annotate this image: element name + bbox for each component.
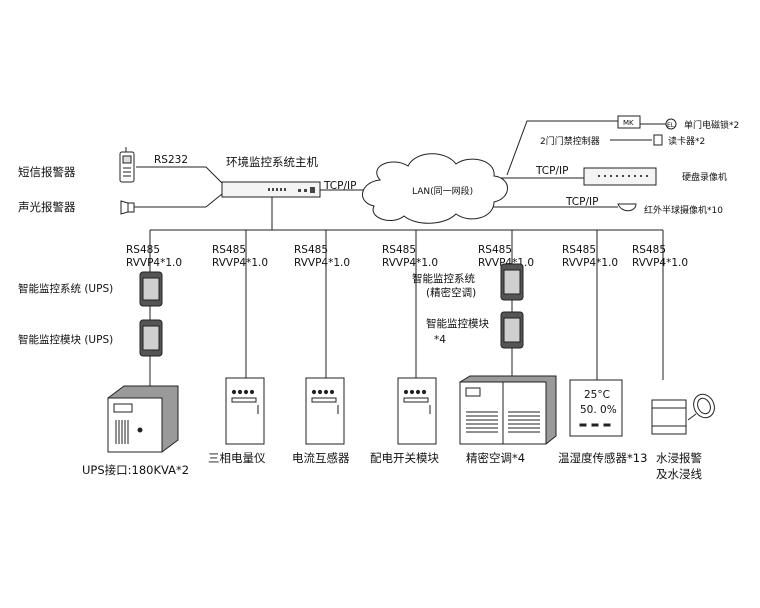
mk-controller-box	[617, 115, 641, 129]
water-label-1: 水浸报警	[656, 451, 702, 465]
ct-cabinet	[305, 377, 345, 445]
th-sensor	[569, 379, 623, 437]
maglock-label: 单门电磁锁*2	[684, 119, 739, 131]
branch-2-bus: RS485	[212, 244, 246, 256]
host-title: 环境监控系统主机	[226, 155, 318, 169]
lan-cloud-icon	[362, 153, 508, 224]
switch-label: 配电开关模块	[370, 451, 439, 465]
mk-label: MK	[623, 119, 634, 127]
branch-6-cable: RVVP4*1.0	[562, 257, 618, 269]
branch-4-bus: RS485	[382, 244, 416, 256]
ac-label: 精密空调*4	[466, 451, 525, 465]
water-leak-detector	[651, 399, 687, 435]
th-label: 温湿度传感器*13	[558, 451, 647, 465]
meter-cabinet	[225, 377, 265, 445]
branch-5-bus: RS485	[478, 244, 512, 256]
ac-module-label-2: *4	[434, 334, 446, 346]
ac-system-module	[500, 263, 524, 301]
ups-module-label: 智能监控模块 (UPS)	[18, 333, 113, 346]
branch-3-bus: RS485	[294, 244, 328, 256]
ac-system-label-2: (精密空调)	[426, 286, 476, 299]
ups-monitor-module	[139, 319, 163, 357]
th-temp-reading: 25°C	[584, 389, 610, 401]
ac-system-label-1: 智能监控系统	[412, 272, 475, 285]
connection-lines	[134, 120, 666, 386]
dvr-tcpip-label: TCP/IP	[535, 165, 568, 177]
sms-alarm-label: 短信报警器	[18, 165, 76, 179]
el-label: EL	[667, 122, 675, 129]
sound-light-alarm-label: 声光报警器	[18, 200, 76, 214]
branch-1-cable: RVVP4*1.0	[126, 257, 182, 269]
dvr-label: 硬盘录像机	[682, 171, 727, 183]
branch-6-bus: RS485	[562, 244, 596, 256]
branch-7-cable: RVVP4*1.0	[632, 257, 688, 269]
lan-label: LAN(同一网段)	[412, 185, 473, 197]
host-tcpip-label: TCP/IP	[323, 180, 356, 192]
ups-cabinet	[107, 385, 179, 453]
ups-system-module	[139, 271, 163, 307]
branch-4-cable: RVVP4*1.0	[382, 257, 438, 269]
branch-labels: RS485 RVVP4*1.0 RS485 RVVP4*1.0 RS485 RV…	[126, 244, 688, 269]
dvr-unit	[583, 167, 657, 186]
branch-1-bus: RS485	[126, 244, 160, 256]
meter-label: 三相电量仪	[208, 451, 266, 465]
branch-3-cable: RVVP4*1.0	[294, 257, 350, 269]
maglock-icon	[665, 118, 677, 130]
host-unit	[221, 181, 321, 198]
ct-label: 电流互感器	[292, 451, 350, 465]
ac-monitor-module	[500, 311, 524, 349]
precision-ac-unit	[459, 375, 557, 445]
switch-cabinet	[397, 377, 437, 445]
card-reader-icon	[653, 134, 663, 146]
ups-device-label: UPS接口:180KVA*2	[82, 463, 189, 477]
siren-icon	[120, 200, 135, 215]
ups-system-label: 智能监控系统 (UPS)	[18, 282, 113, 295]
rs232-label: RS232	[154, 154, 188, 166]
ac-module-label-1: 智能监控模块	[426, 317, 489, 330]
card-reader-label: 读卡器*2	[668, 135, 705, 147]
camera-tcpip-label: TCP/IP	[565, 196, 598, 208]
leak-cable-icon	[687, 393, 715, 421]
camera-label: 红外半球摄像机*10	[644, 204, 723, 216]
th-humidity-reading: 50. 0%	[580, 404, 617, 416]
branch-2-cable: RVVP4*1.0	[212, 257, 268, 269]
phone-icon	[119, 147, 135, 183]
dome-camera-icon	[617, 203, 637, 212]
water-label-2: 及水浸线	[656, 467, 702, 481]
access-controller-label: 2门门禁控制器	[540, 135, 600, 147]
branch-7-bus: RS485	[632, 244, 666, 256]
